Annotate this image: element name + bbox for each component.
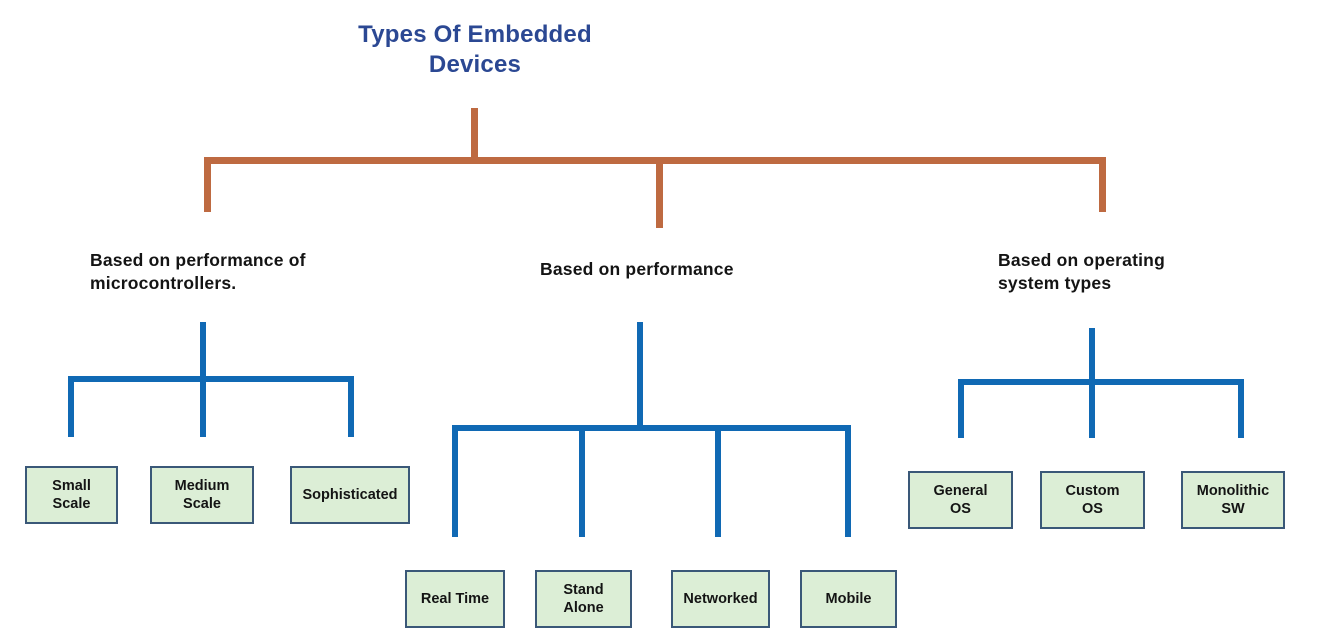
- right-branch-horizontal-line: [958, 379, 1244, 385]
- center-branch-drop3-line: [715, 425, 721, 537]
- node-general-os: General OS: [908, 471, 1013, 529]
- left-branch-drop1-line: [68, 376, 74, 437]
- branch-label-performance: Based on performance: [540, 259, 734, 279]
- center-branch-stem-line: [637, 322, 643, 431]
- node-medium-scale: Medium Scale: [150, 466, 254, 524]
- node-real-time: Real Time: [405, 570, 505, 628]
- right-branch-drop3-line: [1238, 379, 1244, 438]
- root-horizontal-line: [204, 157, 1106, 164]
- center-branch-drop4-line: [845, 425, 851, 537]
- branch-label-os-types: Based on operating system types: [998, 250, 1165, 294]
- center-branch-drop2-line: [579, 425, 585, 537]
- right-branch-drop1-line: [958, 379, 964, 438]
- node-monolithic-sw: Monolithic SW: [1181, 471, 1285, 529]
- node-networked: Networked: [671, 570, 770, 628]
- node-small-scale: Small Scale: [25, 466, 118, 524]
- root-drop-left-line: [204, 157, 211, 212]
- diagram-title: Types Of Embedded Devices: [358, 21, 592, 79]
- center-branch-drop1-line: [452, 425, 458, 537]
- node-stand-alone: Stand Alone: [535, 570, 632, 628]
- branch-label-microcontrollers: Based on performance of microcontrollers…: [90, 250, 306, 294]
- node-sophisticated: Sophisticated: [290, 466, 410, 524]
- root-drop-right-line: [1099, 157, 1106, 212]
- node-mobile: Mobile: [800, 570, 897, 628]
- center-branch-horizontal-line: [452, 425, 851, 431]
- root-stem-line: [471, 108, 478, 161]
- node-custom-os: Custom OS: [1040, 471, 1145, 529]
- left-branch-horizontal-line: [68, 376, 354, 382]
- left-branch-drop3-line: [348, 376, 354, 437]
- root-drop-middle-line: [656, 157, 663, 228]
